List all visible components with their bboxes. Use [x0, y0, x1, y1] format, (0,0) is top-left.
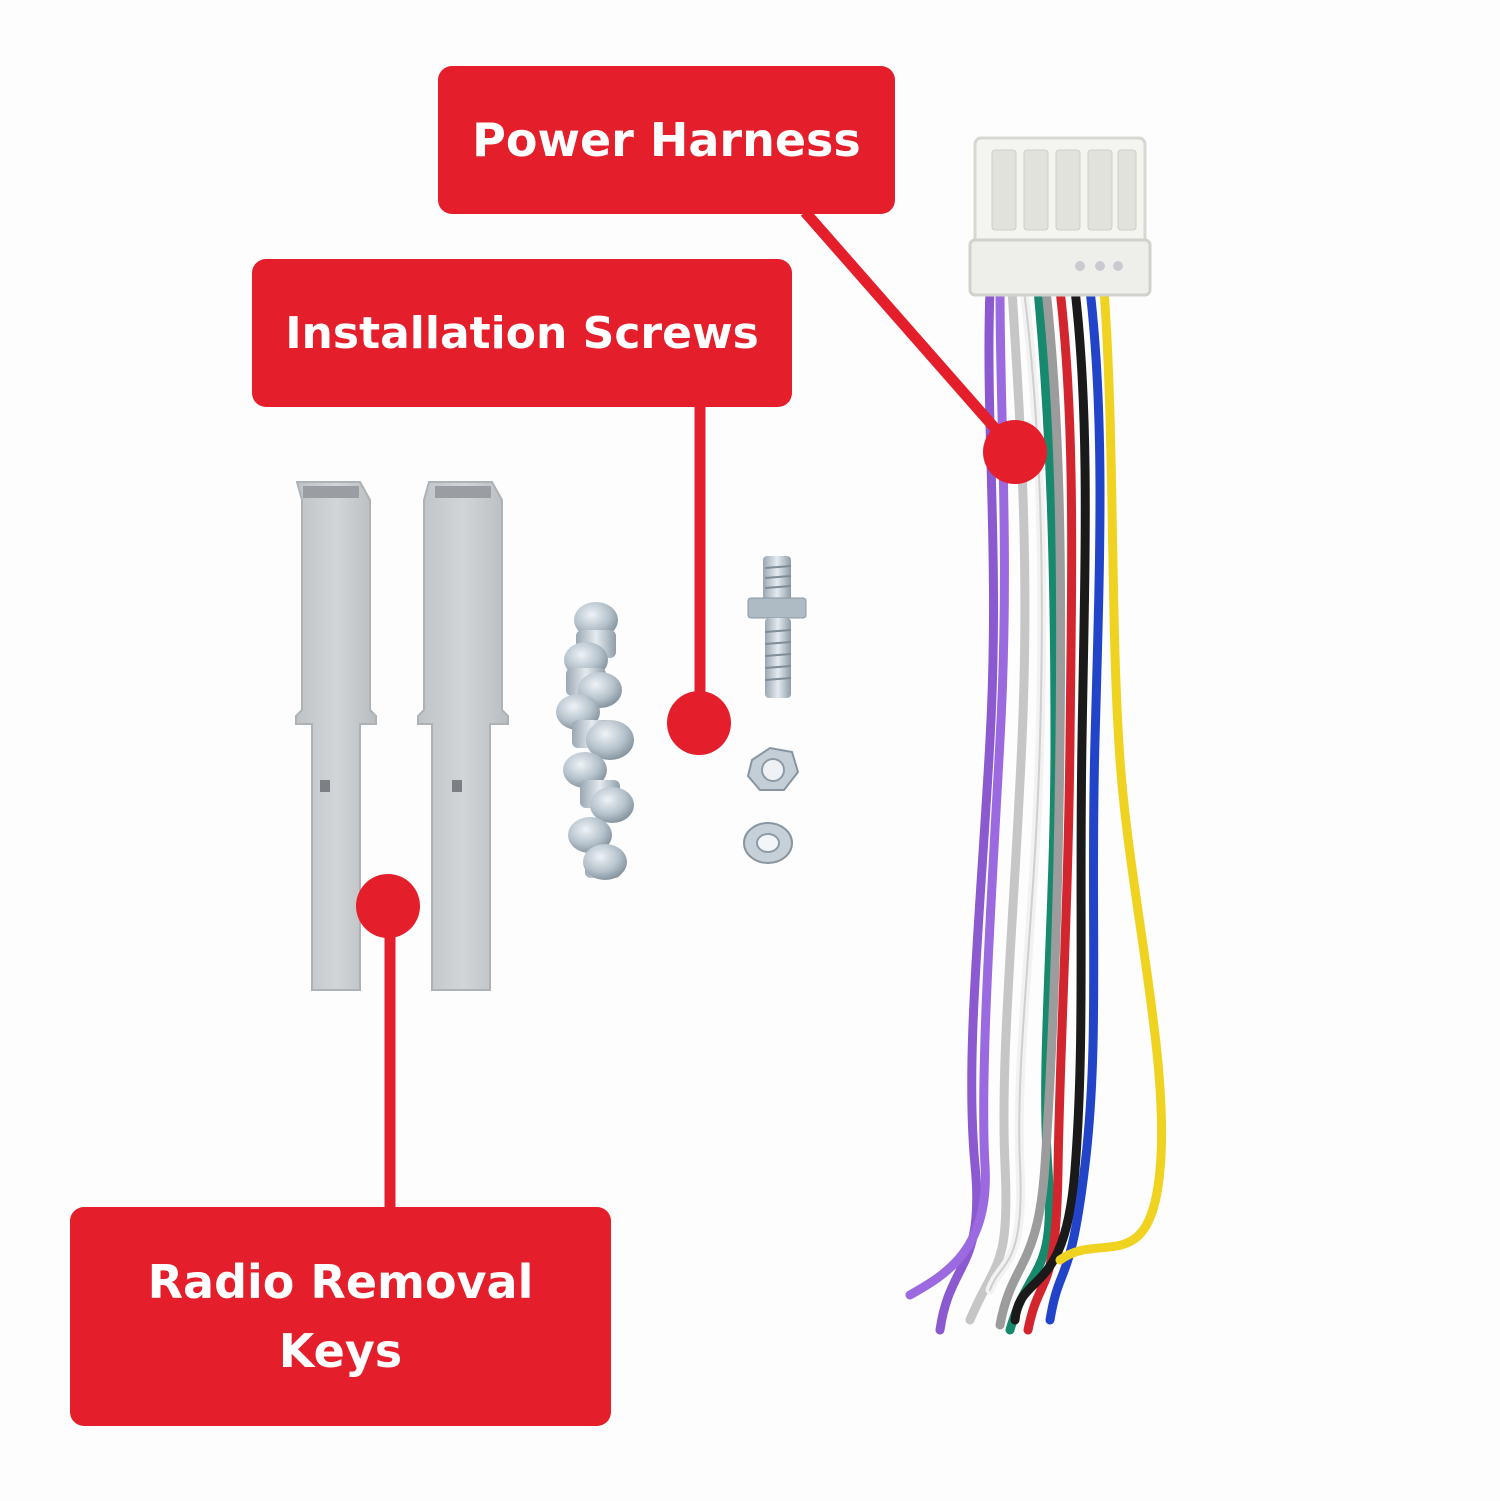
radio-removal-keys-label-line2: Keys [278, 1323, 403, 1378]
radio-removal-keys-callout: Radio Removal Keys [70, 1207, 611, 1426]
power-harness-label: Power Harness [472, 113, 861, 167]
hex-nut [746, 746, 800, 791]
radio-removal-keys-label-line1: Radio Removal [147, 1254, 534, 1309]
installation-screws-callout: Installation Screws [252, 259, 792, 407]
removal-key [295, 481, 377, 991]
power-harness-marker-dot [983, 420, 1047, 484]
removal-key [417, 481, 509, 991]
installation-screws-marker-dot [667, 691, 731, 755]
installation-screws-label: Installation Screws [285, 307, 759, 359]
radio-removal-keys-marker-dot [356, 874, 420, 938]
bolt [747, 556, 807, 698]
power-harness-callout: Power Harness [438, 66, 895, 214]
screw [556, 602, 634, 880]
washer [743, 822, 793, 864]
wire-harness-connector [905, 136, 1167, 1335]
power-harness-leader-line [800, 208, 1019, 454]
